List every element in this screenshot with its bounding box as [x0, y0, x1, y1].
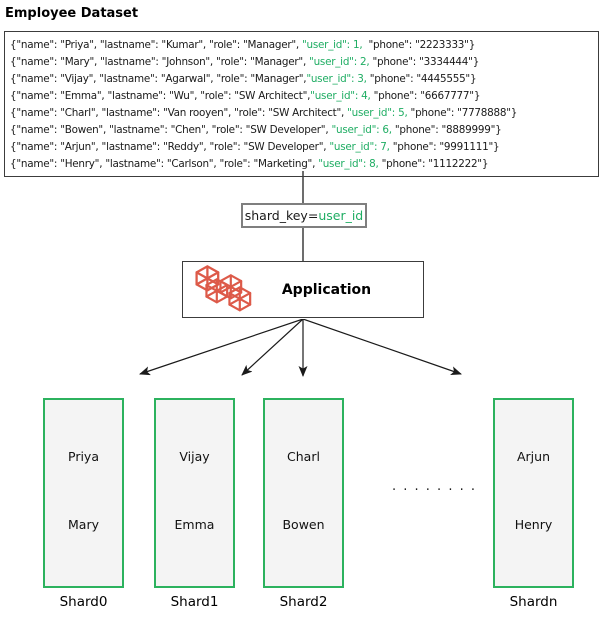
shard-member: Emma: [174, 517, 215, 532]
record-text: {"name": "Bowen", "lastname": "Chen", "r…: [10, 124, 332, 136]
dataset-record: {"name": "Mary", "lastname": "Johnson", …: [10, 54, 598, 71]
application-box: Application: [182, 261, 424, 318]
record-text: "phone": "6667777"}: [370, 90, 481, 102]
shard-member: Arjun: [516, 449, 550, 464]
record-text: "phone": "8889999"}: [391, 124, 502, 136]
record-userid: "user_id": 6,: [331, 124, 392, 136]
shard-key-prefix: shard_key=: [244, 208, 319, 223]
shard-member: Henry: [514, 517, 553, 532]
shard-box-n: Arjun Henry: [493, 398, 574, 588]
record-userid: "user_id": 2,: [309, 56, 370, 68]
record-userid: "user_id": 8,: [318, 158, 379, 170]
page-title: Employee Dataset: [5, 6, 139, 21]
record-userid: "user_id": 3,: [306, 73, 367, 85]
employee-dataset-box: {"name": "Priya", "lastname": "Kumar", "…: [4, 31, 599, 177]
shard-key-label: shard_key=user_id: [241, 203, 367, 228]
record-text: "phone": "2223333"}: [362, 39, 476, 51]
shard-label-0: Shard0: [59, 594, 108, 610]
dataset-record: {"name": "Charl", "lastname": "Van rooye…: [10, 105, 598, 122]
record-text: "phone": "7778888"}: [407, 107, 518, 119]
shard-box-2: Charl Bowen: [263, 398, 344, 588]
record-text: {"name": "Priya", "lastname": "Kumar", "…: [10, 39, 302, 51]
record-text: {"name": "Mary", "lastname": "Johnson", …: [10, 56, 310, 68]
dataset-record: {"name": "Henry", "lastname": "Carlson",…: [10, 156, 598, 173]
shard-member: Bowen: [282, 517, 325, 532]
record-text: "phone": "9991111"}: [389, 141, 500, 153]
record-userid: "user_id": 7,: [329, 141, 390, 153]
dataset-record: {"name": "Bowen", "lastname": "Chen", "r…: [10, 122, 598, 139]
shard-key-field: user_id: [318, 208, 364, 223]
shard-box-1: Vijay Emma: [154, 398, 235, 588]
wireframe-cubes-icon: [195, 264, 252, 311]
record-userid: "user_id": 5,: [347, 107, 408, 119]
record-userid: "user_id": 1,: [302, 39, 363, 51]
shard-label-2: Shard2: [279, 594, 328, 610]
record-text: "phone": "1112222"}: [378, 158, 489, 170]
record-text: {"name": "Charl", "lastname": "Van rooye…: [10, 107, 348, 119]
shard-member: Vijay: [179, 449, 210, 464]
shard-label-1: Shard1: [170, 594, 219, 610]
record-text: {"name": "Vijay", "lastname": "Agarwal",…: [10, 73, 307, 85]
record-text: {"name": "Emma", "lastname": "Wu", "role…: [10, 90, 311, 102]
record-userid: "user_id": 4,: [310, 90, 371, 102]
application-label: Application: [281, 281, 372, 298]
dataset-record: {"name": "Vijay", "lastname": "Agarwal",…: [10, 71, 598, 88]
shard-member: Priya: [68, 449, 99, 464]
ellipsis-dots: . . . . . . . .: [392, 479, 477, 494]
record-text: {"name": "Henry", "lastname": "Carlson",…: [10, 158, 319, 170]
dataset-record: {"name": "Priya", "lastname": "Kumar", "…: [10, 37, 598, 54]
shard-member: Mary: [68, 517, 99, 532]
shard-label-n: Shardn: [509, 594, 558, 610]
shard-arrows: [139, 319, 462, 377]
shard-box-0: Priya Mary: [43, 398, 124, 588]
record-text: {"name": "Arjun", "lastname": "Reddy", "…: [10, 141, 330, 153]
record-text: "phone": "4445555"}: [366, 73, 477, 85]
dataset-record: {"name": "Emma", "lastname": "Wu", "role…: [10, 88, 598, 105]
record-text: "phone": "3334444"}: [369, 56, 480, 68]
shard-member: Charl: [287, 449, 320, 464]
dataset-record: {"name": "Arjun", "lastname": "Reddy", "…: [10, 139, 598, 156]
